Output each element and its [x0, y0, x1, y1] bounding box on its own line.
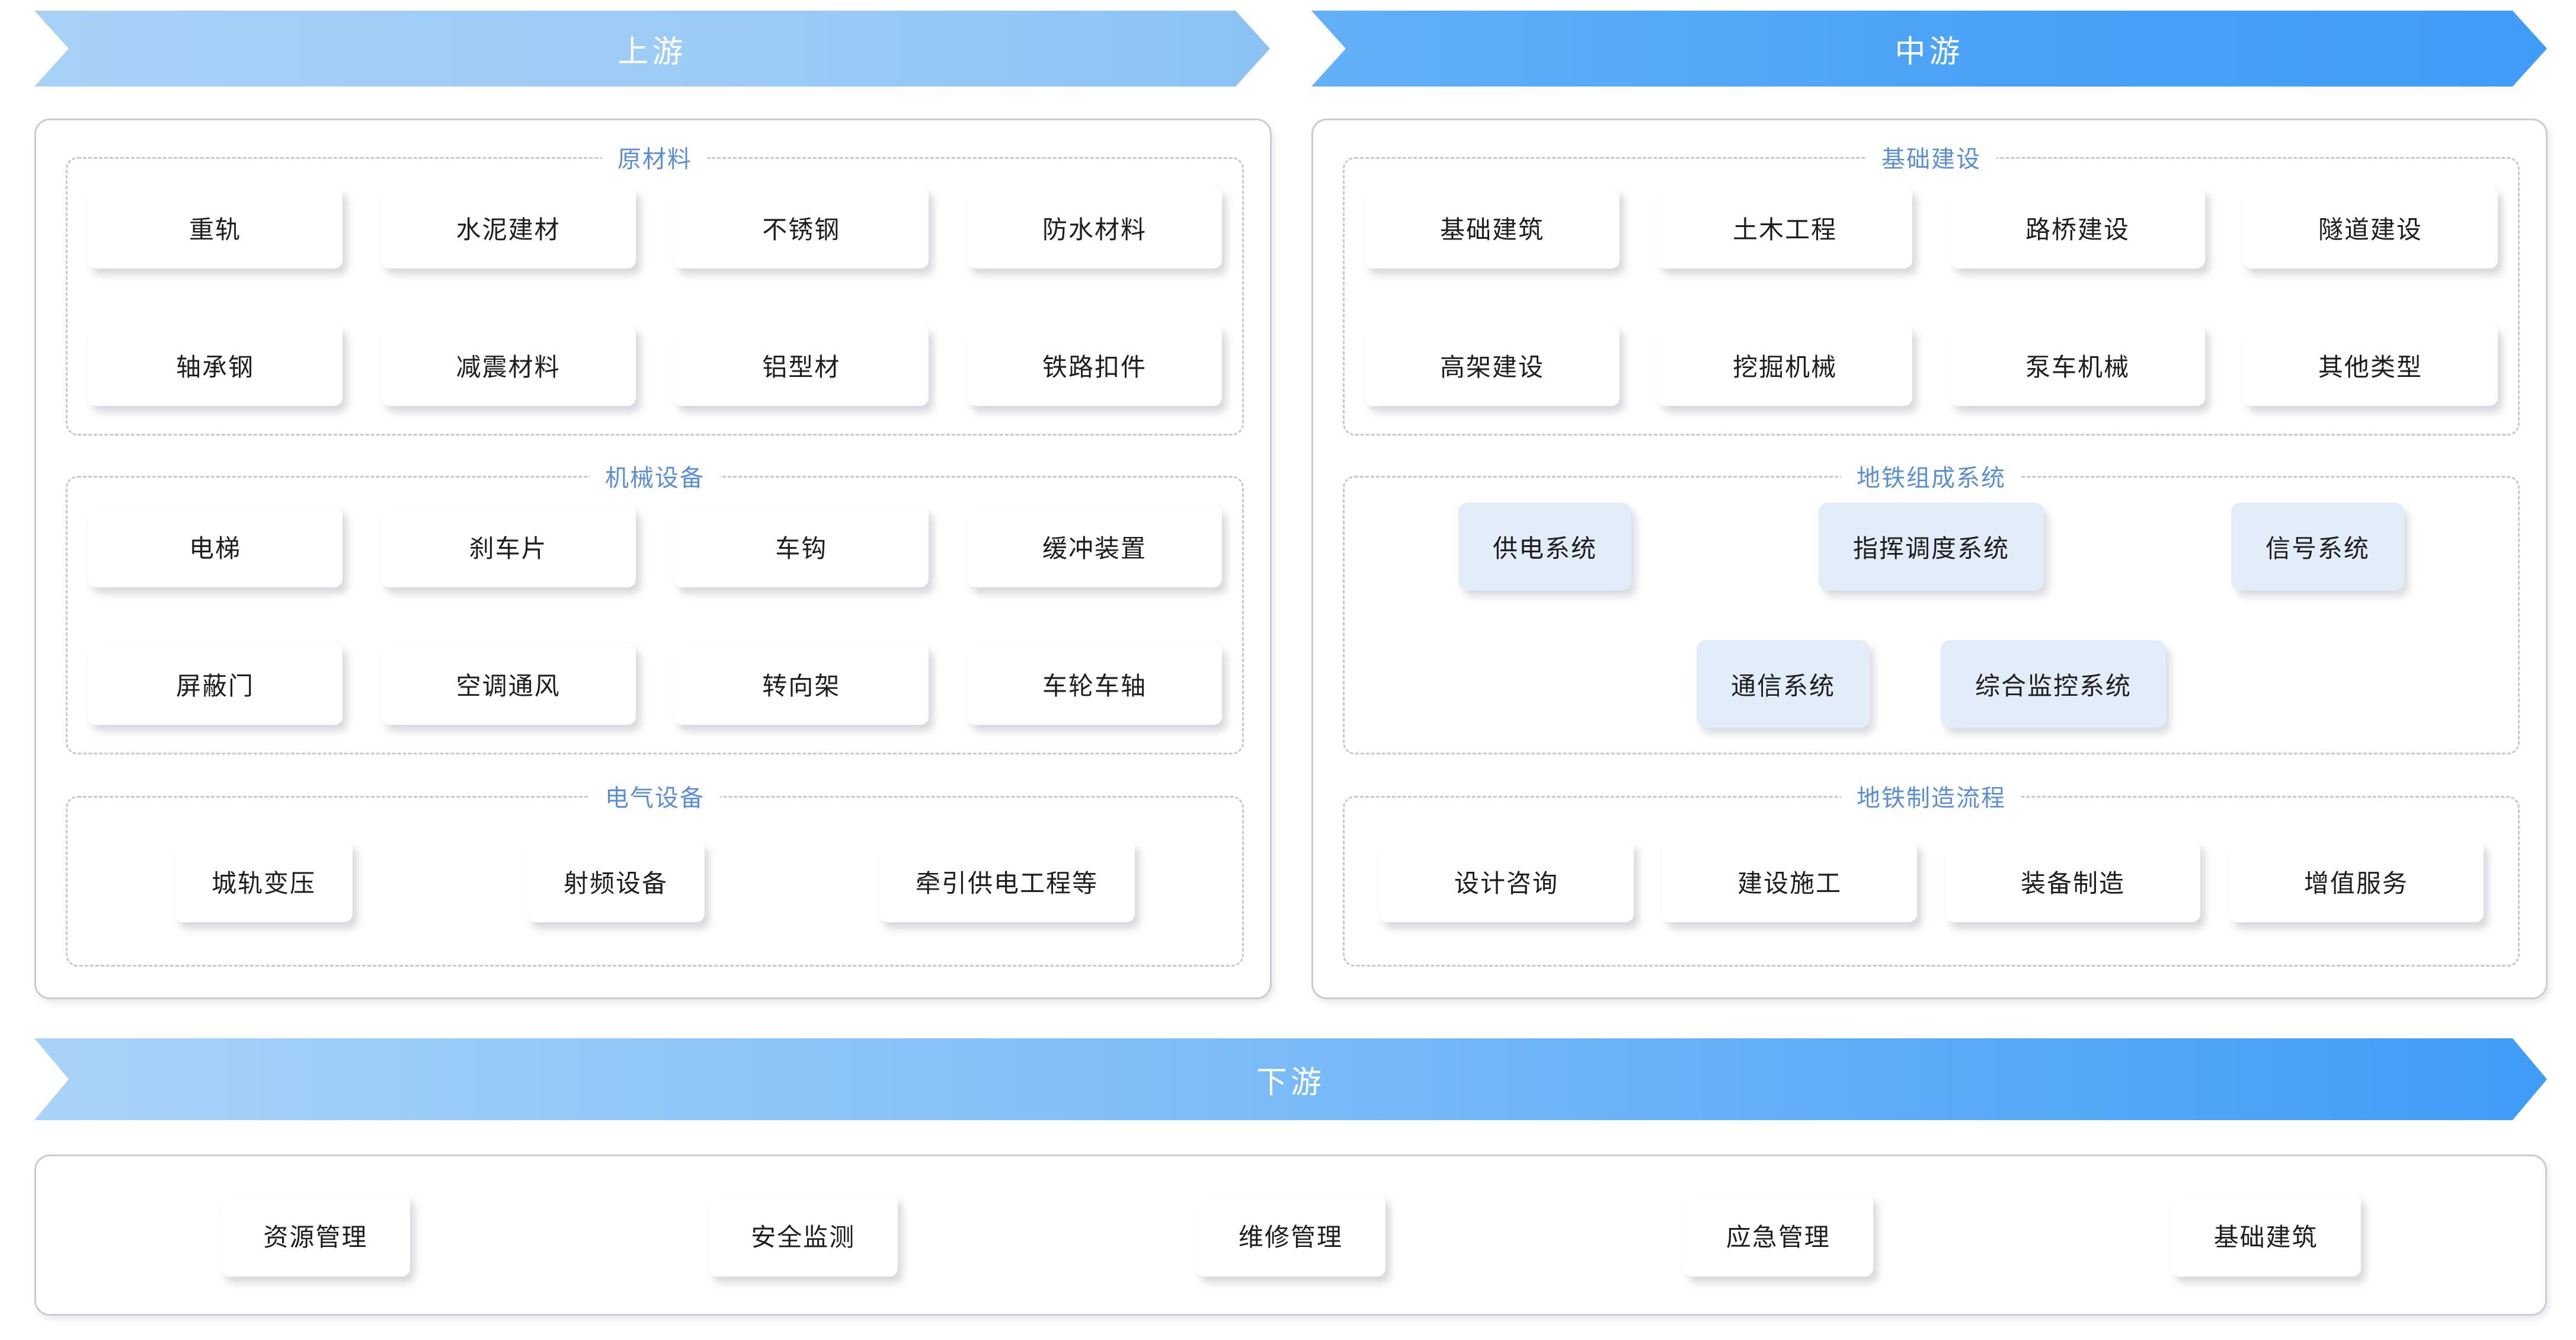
card-row: 资源管理 安全监测 维修管理 应急管理 基础建筑 — [36, 1156, 2545, 1314]
card-row: 城轨变压 射频设备 牵引供电工程等 — [68, 798, 1242, 965]
card-item[interactable]: 高架建设 — [1365, 324, 1620, 406]
card-item[interactable]: 路桥建设 — [1950, 187, 2205, 268]
card-item[interactable]: 增值服务 — [2229, 840, 2484, 922]
card-item[interactable]: 转向架 — [674, 643, 929, 725]
card-item[interactable]: 泵车机械 — [1950, 324, 2205, 406]
card-item[interactable]: 安全监测 — [708, 1194, 898, 1277]
card-item[interactable]: 应急管理 — [1683, 1194, 1873, 1277]
card-row: 基础建筑 土木工程 路桥建设 隧道建设 — [1345, 159, 2518, 296]
card-item[interactable]: 信号系统 — [2231, 503, 2404, 590]
group-raw-materials: 原材料 重轨 水泥建材 不锈钢 防水材料 轴承钢 减震材料 铝型材 铁路扣件 — [66, 140, 1244, 436]
card-item[interactable]: 车钩 — [674, 506, 929, 587]
card-item[interactable]: 维修管理 — [1195, 1194, 1385, 1277]
card-item[interactable]: 车轮车轴 — [967, 643, 1222, 725]
card-item[interactable]: 缓冲装置 — [967, 506, 1222, 587]
card-item[interactable]: 装备制造 — [1945, 840, 2200, 922]
banner-midstream-label: 中游 — [1895, 34, 1964, 69]
card-row: 轴承钢 减震材料 铝型材 铁路扣件 — [68, 296, 1242, 434]
card-row: 设计咨询 建设施工 装备制造 增值服务 — [1345, 798, 2518, 965]
card-item[interactable]: 铁路扣件 — [967, 324, 1222, 406]
panel-upstream: 原材料 重轨 水泥建材 不锈钢 防水材料 轴承钢 减震材料 铝型材 铁路扣件 机… — [34, 119, 1272, 999]
card-item[interactable]: 射频设备 — [526, 840, 705, 922]
card-row: 电梯 刹车片 车钩 缓冲装置 — [68, 478, 1242, 615]
group-metro-manufacturing-process-title: 地铁制造流程 — [1841, 779, 2021, 813]
group-infrastructure-construction-title: 基础建设 — [1866, 140, 1996, 174]
panel-downstream: 资源管理 安全监测 维修管理 应急管理 基础建筑 — [34, 1154, 2547, 1316]
card-item[interactable]: 电梯 — [88, 506, 343, 587]
card-item[interactable]: 隧道建设 — [2243, 187, 2498, 268]
card-item[interactable]: 建设施工 — [1662, 840, 1917, 922]
group-metro-composition-system-title: 地铁组成系统 — [1841, 459, 2021, 493]
group-metro-composition-system: 地铁组成系统 供电系统 指挥调度系统 信号系统 通信系统 综合监控系统 — [1343, 459, 2520, 754]
card-item[interactable]: 重轨 — [88, 187, 343, 268]
card-item[interactable]: 基础建筑 — [2171, 1194, 2361, 1277]
card-item[interactable]: 挖掘机械 — [1657, 324, 1912, 406]
card-item[interactable]: 其他类型 — [2243, 324, 2498, 406]
group-raw-materials-title: 原材料 — [602, 140, 708, 174]
group-electrical-equipment: 电气设备 城轨变压 射频设备 牵引供电工程等 — [66, 779, 1244, 967]
card-item[interactable]: 供电系统 — [1458, 503, 1631, 590]
card-item[interactable]: 土木工程 — [1657, 187, 1912, 268]
card-row: 高架建设 挖掘机械 泵车机械 其他类型 — [1345, 296, 2518, 434]
card-row: 供电系统 指挥调度系统 信号系统 — [1345, 478, 2518, 615]
card-item[interactable]: 指挥调度系统 — [1818, 503, 2044, 590]
group-mechanical-equipment-title: 机械设备 — [590, 459, 720, 493]
card-item[interactable]: 基础建筑 — [1365, 187, 1620, 268]
card-item[interactable]: 设计咨询 — [1379, 840, 1634, 922]
card-item[interactable]: 牵引供电工程等 — [878, 840, 1135, 922]
card-item[interactable]: 轴承钢 — [88, 324, 343, 406]
group-electrical-equipment-title: 电气设备 — [590, 779, 720, 813]
banner-downstream-label: 下游 — [1256, 1065, 1325, 1100]
panel-midstream: 基础建设 基础建筑 土木工程 路桥建设 隧道建设 高架建设 挖掘机械 泵车机械 … — [1311, 119, 2548, 999]
banner-downstream: 下游 — [34, 1038, 2547, 1120]
card-item[interactable]: 水泥建材 — [380, 187, 636, 268]
card-item[interactable]: 综合监控系统 — [1941, 640, 2167, 728]
card-item[interactable]: 空调通风 — [380, 643, 636, 725]
card-item[interactable]: 防水材料 — [967, 187, 1222, 268]
card-row: 屏蔽门 空调通风 转向架 车轮车轴 — [68, 615, 1242, 753]
card-item[interactable]: 通信系统 — [1696, 640, 1870, 728]
card-item[interactable]: 刹车片 — [380, 506, 636, 587]
card-row: 通信系统 综合监控系统 — [1345, 615, 2518, 753]
card-item[interactable]: 减震材料 — [380, 324, 636, 406]
card-item[interactable]: 屏蔽门 — [88, 643, 343, 725]
group-infrastructure-construction: 基础建设 基础建筑 土木工程 路桥建设 隧道建设 高架建设 挖掘机械 泵车机械 … — [1343, 140, 2520, 436]
banner-midstream: 中游 — [1311, 11, 2547, 87]
card-item[interactable]: 铝型材 — [674, 324, 929, 406]
card-row: 重轨 水泥建材 不锈钢 防水材料 — [68, 159, 1242, 296]
group-mechanical-equipment: 机械设备 电梯 刹车片 车钩 缓冲装置 屏蔽门 空调通风 转向架 车轮车轴 — [66, 459, 1244, 754]
group-metro-manufacturing-process: 地铁制造流程 设计咨询 建设施工 装备制造 增值服务 — [1343, 779, 2520, 967]
card-item[interactable]: 城轨变压 — [174, 840, 353, 922]
card-item[interactable]: 不锈钢 — [674, 187, 929, 268]
banner-upstream-label: 上游 — [617, 34, 687, 69]
banner-upstream: 上游 — [34, 11, 1270, 87]
card-item[interactable]: 资源管理 — [220, 1194, 411, 1277]
